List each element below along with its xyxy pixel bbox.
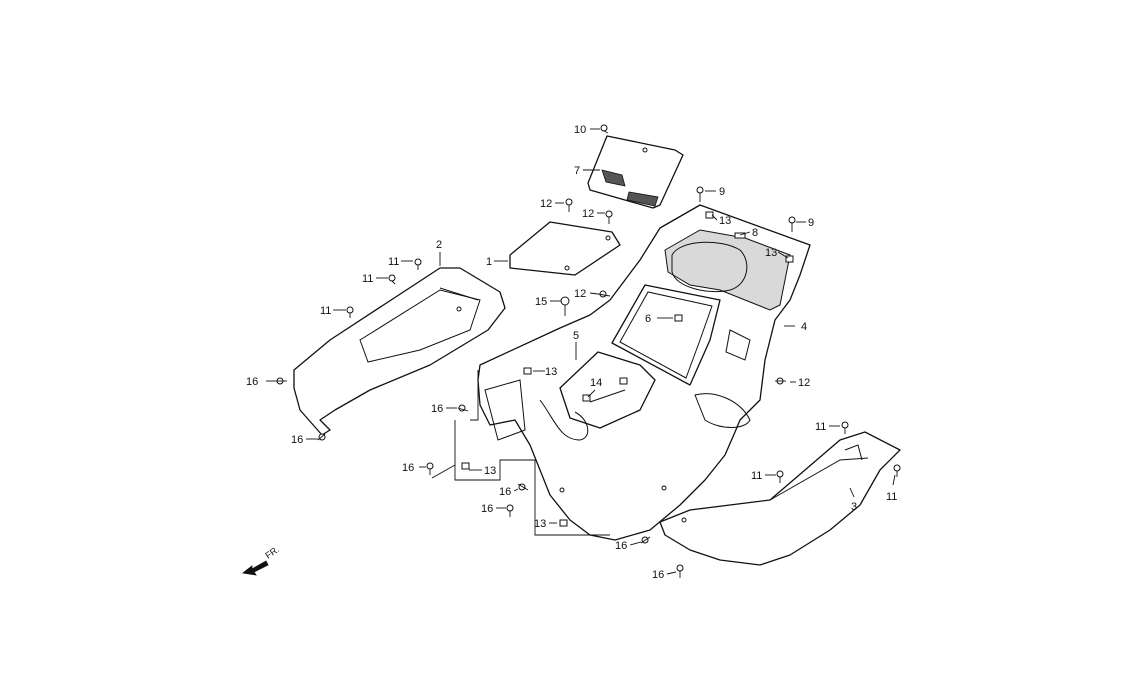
callout-6: 6 xyxy=(645,313,651,325)
callout-12c: 12 xyxy=(574,288,586,300)
callout-16h: 16 xyxy=(652,569,664,581)
callout-12a: 12 xyxy=(540,198,552,210)
clip-icon xyxy=(559,519,568,527)
callout-16b: 16 xyxy=(291,434,303,446)
clip-icon xyxy=(674,314,683,322)
bolt-icon xyxy=(565,198,573,212)
bolt-icon xyxy=(597,290,611,298)
clip-icon xyxy=(734,232,746,239)
callout-13c: 13 xyxy=(545,366,557,378)
leader-lines xyxy=(266,128,896,575)
callout-10: 10 xyxy=(574,124,586,136)
front-marker-label: FR. xyxy=(263,544,281,561)
bolt-icon xyxy=(276,377,287,385)
callout-labels: 1 2 3 4 5 6 7 8 9 9 10 11 11 11 11 11 11… xyxy=(246,124,897,581)
clip-icon xyxy=(582,394,591,402)
callout-11d: 11 xyxy=(815,421,826,433)
fasteners xyxy=(276,124,901,578)
callout-1: 1 xyxy=(486,256,492,268)
callout-13d: 13 xyxy=(484,465,496,477)
callout-9b: 9 xyxy=(808,217,814,229)
bolt-icon xyxy=(560,296,570,316)
callout-12b: 12 xyxy=(582,208,594,220)
bolt-icon xyxy=(388,274,396,285)
bolt-icon xyxy=(506,504,514,517)
bolt-icon xyxy=(414,258,422,270)
part-1-panel xyxy=(509,221,621,276)
bolt-icon xyxy=(346,306,354,318)
callout-16g: 16 xyxy=(615,540,627,552)
bolt-icon xyxy=(841,421,849,434)
clip-icon xyxy=(523,367,532,375)
callout-16a: 16 xyxy=(246,376,258,388)
callout-9a: 9 xyxy=(719,186,725,198)
bolt-icon xyxy=(696,186,704,202)
callout-2: 2 xyxy=(436,239,442,251)
callout-12d: 12 xyxy=(798,377,810,389)
callout-11b: 11 xyxy=(362,273,373,285)
bolt-icon xyxy=(776,470,784,483)
clip-icon xyxy=(619,377,628,385)
callout-8: 8 xyxy=(752,227,758,239)
bolt-icon xyxy=(517,483,529,491)
clip-icon xyxy=(705,211,714,219)
callout-13e: 13 xyxy=(534,518,546,530)
callout-16f: 16 xyxy=(481,503,493,515)
bolt-icon xyxy=(775,377,786,385)
part-3-right-side-cover xyxy=(659,431,901,566)
front-direction-marker: FR. xyxy=(242,544,281,576)
callout-16e: 16 xyxy=(499,486,511,498)
clip-icon xyxy=(461,462,470,470)
callout-16c: 16 xyxy=(431,403,443,415)
bolt-icon xyxy=(605,210,613,224)
part-4-inner-body xyxy=(477,204,811,541)
callout-11e: 11 xyxy=(751,470,762,482)
callout-11c: 11 xyxy=(320,305,331,317)
callout-15: 15 xyxy=(535,296,547,308)
callout-13a: 13 xyxy=(719,215,731,227)
callout-13b: 13 xyxy=(765,247,777,259)
callout-4: 4 xyxy=(801,321,807,333)
callout-16d: 16 xyxy=(402,462,414,474)
callout-3: 3 xyxy=(851,501,857,513)
bolt-icon xyxy=(788,216,796,232)
bolt-icon xyxy=(317,433,326,441)
clip-icon xyxy=(785,255,794,263)
callout-11a: 11 xyxy=(388,256,399,268)
front-arrow-icon xyxy=(242,560,269,576)
bolt-icon xyxy=(893,464,901,477)
bolt-icon xyxy=(676,564,684,578)
callout-14: 14 xyxy=(590,377,602,389)
callout-11f: 11 xyxy=(886,491,897,503)
bolt-icon xyxy=(426,462,434,475)
callout-7: 7 xyxy=(574,165,580,177)
part-7-lid xyxy=(587,135,684,209)
callout-5: 5 xyxy=(573,330,579,342)
bolt-icon xyxy=(600,124,609,134)
bolt-icon xyxy=(457,404,469,412)
part-2-left-side-cover xyxy=(293,267,506,436)
bolt-icon xyxy=(640,536,651,544)
